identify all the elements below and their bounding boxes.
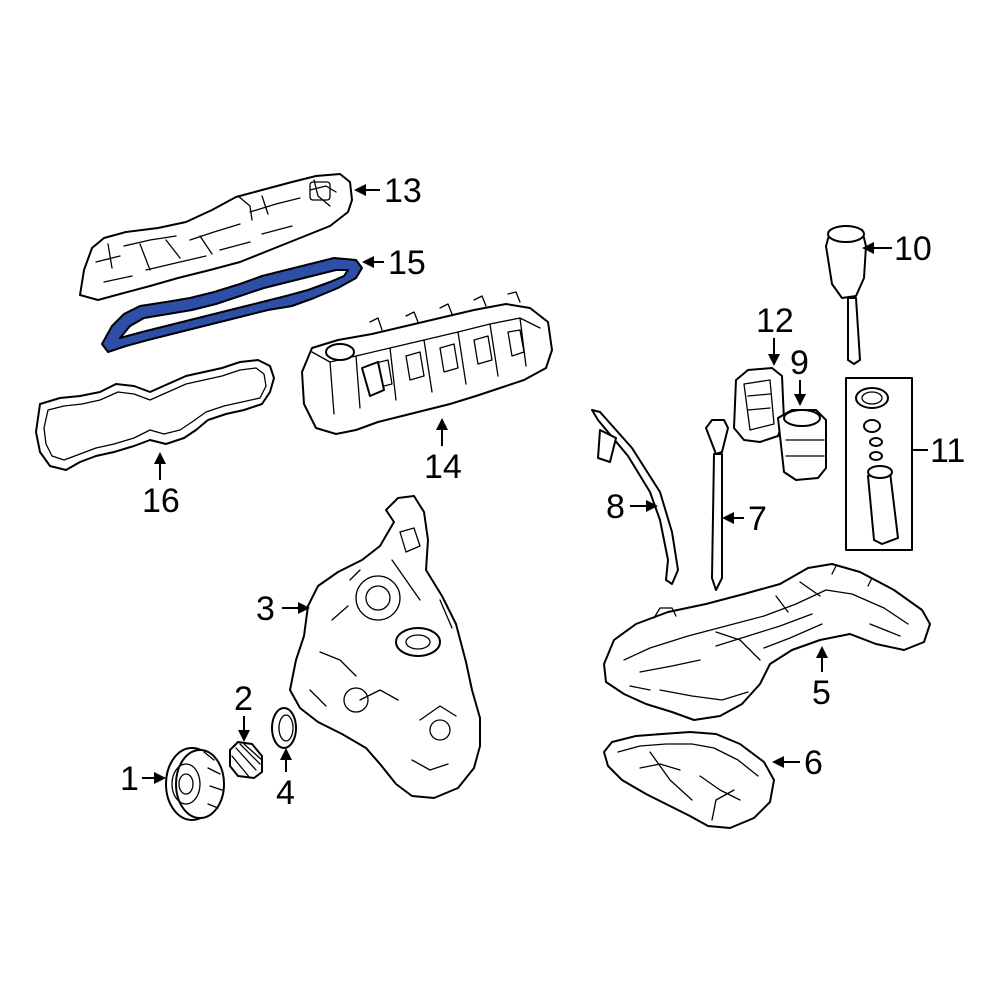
callout-15[interactable]: 15 [388, 244, 426, 282]
callout-5[interactable]: 5 [812, 674, 831, 712]
part-6-lower-oil-pan[interactable] [603, 731, 775, 829]
part-4-seal[interactable] [271, 707, 297, 749]
callout-4[interactable]: 4 [276, 774, 295, 812]
callout-7[interactable]: 7 [748, 500, 767, 538]
part-16-gasket[interactable] [35, 359, 275, 471]
callout-9[interactable]: 9 [790, 344, 809, 382]
callout-12[interactable]: 12 [756, 302, 794, 340]
callout-10[interactable]: 10 [894, 230, 932, 268]
part-8-dipstick-tube[interactable] [591, 409, 679, 585]
part-13-valve-cover[interactable] [79, 173, 353, 301]
part-11-oil-filter-kit[interactable] [845, 377, 913, 551]
part-12-oil-filter-adapter[interactable] [733, 367, 785, 443]
part-14-cylinder-head[interactable] [301, 291, 553, 435]
leader-lines [142, 184, 928, 784]
callout-3[interactable]: 3 [256, 590, 275, 628]
part-3-timing-cover[interactable] [289, 495, 481, 799]
part-15-valve-cover-gasket[interactable] [101, 257, 363, 353]
part-5-upper-oil-pan[interactable] [603, 563, 931, 721]
part-1-crank-pulley[interactable] [165, 747, 225, 821]
part-2-sprocket[interactable] [229, 741, 263, 779]
callout-8[interactable]: 8 [606, 488, 625, 526]
callout-11[interactable]: 11 [930, 432, 965, 470]
part-9-oil-filter-housing[interactable] [777, 409, 827, 481]
callout-1[interactable]: 1 [120, 760, 139, 798]
part-7-dipstick[interactable] [705, 419, 729, 591]
callout-labels: 13 15 16 14 12 9 10 11 8 7 5 6 3 2 4 1 [120, 172, 965, 812]
callout-6[interactable]: 6 [804, 744, 823, 782]
callout-16[interactable]: 16 [142, 482, 180, 520]
callout-13[interactable]: 13 [384, 172, 422, 210]
callout-2[interactable]: 2 [234, 680, 253, 718]
part-10-oil-filler[interactable] [825, 225, 867, 365]
callout-14[interactable]: 14 [424, 448, 462, 486]
